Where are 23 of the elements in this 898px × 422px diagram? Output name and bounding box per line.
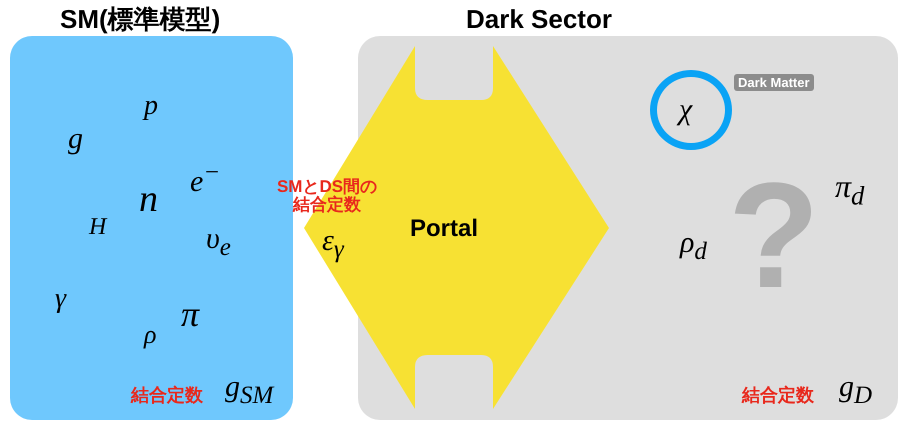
panel-heading: SM(標準模型) [60, 6, 220, 32]
coupling-label: 結合定数 [131, 386, 203, 404]
particle-symbol: ρ [144, 322, 156, 348]
particle-symbol: π$_{d}$ [835, 170, 864, 210]
particle-symbol: υ$_{e}$ [206, 224, 231, 260]
particle-symbol: p [144, 92, 158, 120]
particle-symbol: n [139, 180, 158, 218]
particle-symbol: g [68, 124, 83, 154]
particle-symbol: χ [679, 95, 692, 125]
dark-matter-ring [650, 70, 732, 150]
coupling-symbol: ε$_{γ}$ [322, 226, 344, 262]
dark-matter-caption: Dark Matter [734, 74, 814, 91]
panel-heading: Dark Sector [466, 6, 612, 32]
coupling-symbol: g$_{D}$ [839, 372, 872, 408]
particle-symbol: γ [55, 285, 66, 313]
coupling-label: 結合定数 [742, 386, 814, 404]
particle-symbol: π [181, 296, 200, 332]
coupling-symbol: g$_{SM}$ [225, 372, 274, 408]
particle-symbol: H [89, 215, 106, 239]
particle-symbol: ρ$_{d}$ [680, 228, 707, 264]
particle-symbol: e$^{−}$ [190, 160, 220, 197]
question-mark: ? [728, 160, 820, 310]
portal-label: Portal [410, 217, 478, 241]
